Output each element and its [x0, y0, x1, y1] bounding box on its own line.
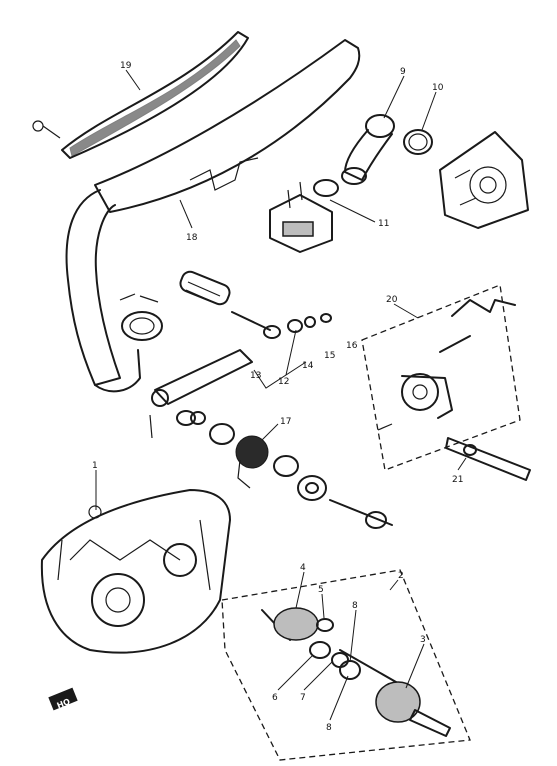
callout-13: 13: [250, 371, 261, 381]
callout-10: 10: [432, 83, 444, 93]
callout-12: 12: [278, 377, 289, 387]
callout-4: 4: [300, 563, 306, 573]
callout-1: 1: [92, 461, 98, 471]
callout-7: 7: [300, 693, 306, 703]
kick-gear-assembly: [176, 410, 393, 529]
callout-8-lower: 8: [326, 723, 332, 733]
callout-2: 2: [398, 571, 404, 581]
callout-20: 20: [386, 295, 398, 305]
callout-labels: 19 9 10 18 11 13 12 14 15 16 20 17 21 1 …: [92, 61, 463, 733]
air-cleaner-housing: [439, 131, 529, 229]
callout-9: 9: [400, 67, 406, 77]
shift-mechanism: [361, 284, 521, 471]
heat-shield: [32, 31, 249, 159]
callout-21: 21: [452, 475, 463, 485]
callout-5: 5: [318, 585, 324, 595]
callout-16: 16: [346, 341, 358, 351]
callout-leaders: [95, 69, 467, 721]
carburetor: [269, 179, 339, 253]
kickstarter-shaft: [149, 270, 332, 439]
callout-8-upper: 8: [352, 601, 358, 611]
callout-17: 17: [280, 417, 291, 427]
callout-14: 14: [302, 361, 314, 371]
callout-11: 11: [378, 219, 389, 229]
reference-stamp: HQ: [48, 687, 78, 711]
callout-15: 15: [324, 351, 335, 361]
intake-boot: [341, 114, 433, 185]
shift-shaft: [445, 437, 531, 481]
callout-6: 6: [272, 693, 278, 703]
crankcase: [40, 489, 231, 654]
exhaust-muffler: [65, 39, 361, 393]
callout-18: 18: [186, 233, 198, 243]
crankshaft-assembly: [221, 569, 471, 761]
callout-3: 3: [420, 635, 426, 645]
callout-19: 19: [120, 61, 132, 71]
